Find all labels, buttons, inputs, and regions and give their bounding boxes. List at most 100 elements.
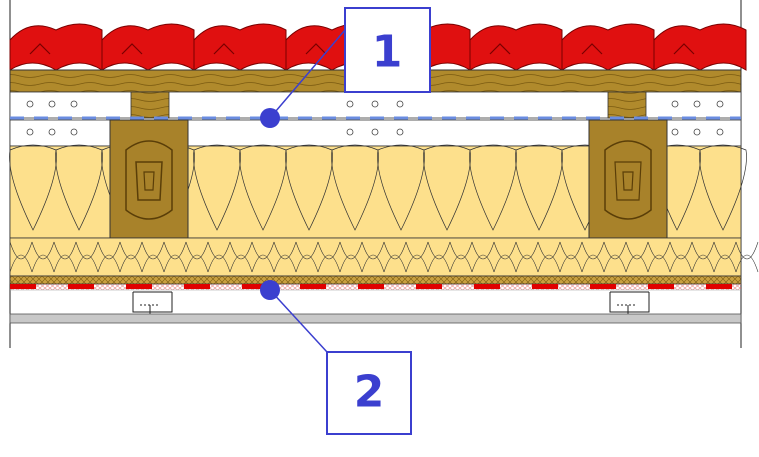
rafter-left bbox=[109, 119, 189, 239]
vapor-segment bbox=[358, 284, 384, 289]
under-rafter-insulation-pattern bbox=[9, 241, 759, 273]
lower-loop-b bbox=[383, 254, 407, 273]
vent-hole bbox=[371, 128, 379, 136]
callout-1-label: 1 bbox=[372, 27, 403, 78]
vapor-segment bbox=[68, 284, 94, 289]
vapor-barrier bbox=[10, 284, 732, 289]
lower-loop-b bbox=[493, 254, 517, 273]
lower-loop-b bbox=[207, 254, 231, 273]
tile-nib bbox=[489, 43, 511, 55]
vent-hole bbox=[693, 100, 701, 108]
vent-hole bbox=[671, 128, 679, 136]
vent-hole bbox=[693, 128, 701, 136]
vent-hole bbox=[346, 100, 354, 108]
lower-loop-a bbox=[97, 241, 121, 260]
tile-nib bbox=[581, 43, 603, 55]
under-rafter-insulation bbox=[9, 237, 742, 277]
lower-loop-b bbox=[119, 254, 143, 273]
roof-tile bbox=[193, 23, 287, 71]
lower-loop-a bbox=[273, 241, 297, 260]
vent-hole bbox=[716, 100, 724, 108]
vapor-segment bbox=[184, 284, 210, 289]
lower-loop-b bbox=[427, 254, 451, 273]
lower-loop-b bbox=[31, 254, 55, 273]
vent-hole bbox=[396, 128, 404, 136]
tile-nib bbox=[305, 43, 327, 55]
vapor-segment bbox=[706, 284, 732, 289]
lower-loop-a bbox=[427, 241, 451, 260]
vapor-segment bbox=[474, 284, 500, 289]
tile-nib bbox=[673, 43, 695, 55]
vapor-segment bbox=[300, 284, 326, 289]
lower-loop-a bbox=[339, 241, 363, 260]
vent-hole bbox=[48, 100, 56, 108]
roof-tile bbox=[653, 23, 747, 71]
lower-loop-b bbox=[647, 254, 671, 273]
lower-loop-a bbox=[207, 241, 231, 260]
lower-loop-a bbox=[141, 241, 165, 260]
insulation-loop bbox=[331, 144, 379, 231]
insulation-loop bbox=[699, 144, 747, 231]
lower-loop-a bbox=[31, 241, 55, 260]
vent-hole bbox=[346, 128, 354, 136]
lower-loop-b bbox=[449, 254, 473, 273]
lower-loop-b bbox=[317, 254, 341, 273]
lower-loop-a bbox=[559, 241, 583, 260]
lower-loop-b bbox=[185, 254, 209, 273]
lower-loop-a bbox=[185, 241, 209, 260]
tile-nib bbox=[29, 43, 51, 55]
lower-loop-b bbox=[295, 254, 319, 273]
vapor-segment bbox=[10, 284, 36, 289]
callout-1-box bbox=[344, 7, 431, 93]
insulation-loop bbox=[515, 144, 563, 231]
lower-loop-b bbox=[405, 254, 429, 273]
lower-loop-a bbox=[647, 241, 671, 260]
lower-loop-b bbox=[141, 254, 165, 273]
insulation-loop bbox=[423, 144, 471, 231]
vent-hole bbox=[48, 128, 56, 136]
tile-nib bbox=[213, 43, 235, 55]
lower-loop-a bbox=[53, 241, 77, 260]
lower-loop-a bbox=[449, 241, 473, 260]
lower-loop-a bbox=[75, 241, 99, 260]
counter-batten-right bbox=[607, 91, 647, 119]
lower-loop-a bbox=[735, 241, 759, 260]
lower-loop-b bbox=[603, 254, 627, 273]
vapor-segment bbox=[126, 284, 152, 289]
lower-loop-a bbox=[581, 241, 605, 260]
lower-loop-b bbox=[713, 254, 737, 273]
lower-loop-b bbox=[229, 254, 253, 273]
insulation-loop bbox=[377, 144, 425, 231]
vent-hole bbox=[26, 100, 34, 108]
vent-hole bbox=[396, 100, 404, 108]
vent-hole bbox=[70, 100, 78, 108]
roof-tile bbox=[469, 23, 563, 71]
roof-tile bbox=[561, 23, 655, 71]
lower-loop-b bbox=[691, 254, 715, 273]
lower-loop-b bbox=[625, 254, 649, 273]
vapor-segment bbox=[532, 284, 558, 289]
lower-loop-a bbox=[295, 241, 319, 260]
vent-hole bbox=[671, 100, 679, 108]
insulation-loop bbox=[239, 144, 287, 231]
lower-loop-a bbox=[251, 241, 275, 260]
lower-loop-b bbox=[669, 254, 693, 273]
insulation-loop bbox=[469, 144, 517, 231]
lower-loop-b bbox=[251, 254, 275, 273]
lower-loop-a bbox=[713, 241, 737, 260]
second-air-layer-holes bbox=[26, 128, 724, 136]
vapor-segment bbox=[242, 284, 268, 289]
vent-hole bbox=[26, 128, 34, 136]
lower-loop-a bbox=[317, 241, 341, 260]
lower-loop-b bbox=[735, 254, 759, 273]
lower-loop-b bbox=[53, 254, 77, 273]
lower-loop-a bbox=[493, 241, 517, 260]
callout-1-leader bbox=[269, 29, 346, 119]
vapor-segment bbox=[648, 284, 674, 289]
lower-loop-b bbox=[163, 254, 187, 273]
callout-2-marker bbox=[260, 280, 280, 300]
callout-2-box bbox=[326, 351, 412, 435]
lower-loop-b bbox=[75, 254, 99, 273]
lower-loop-b bbox=[361, 254, 385, 273]
